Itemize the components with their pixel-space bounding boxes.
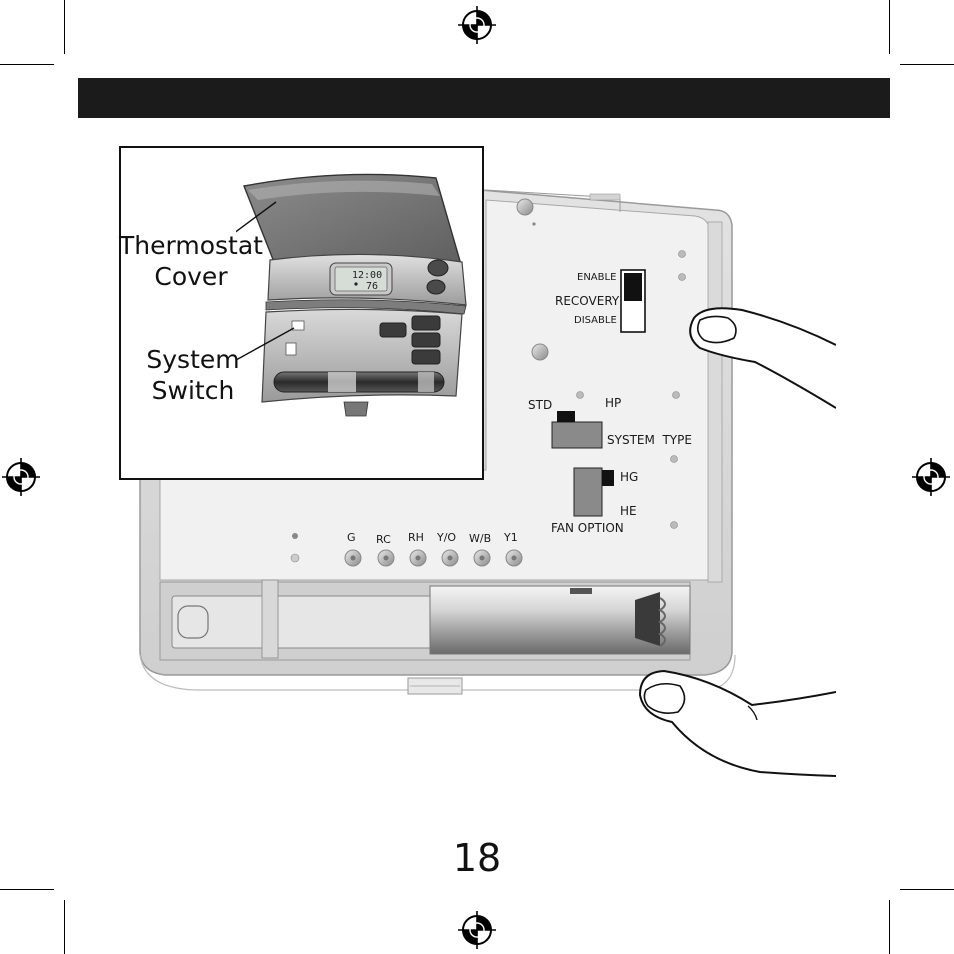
page-number: 18 <box>452 836 502 880</box>
finger-illustration <box>689 307 836 409</box>
thumb-illustration <box>639 670 836 777</box>
system-type-hp-label: HP <box>605 396 622 410</box>
trim-mark <box>0 889 54 890</box>
system-switch-label: System Switch <box>146 345 240 405</box>
system-type-std-label: STD <box>528 398 553 412</box>
header-bar <box>78 78 890 118</box>
terminal-label: Y1 <box>504 531 518 544</box>
thermostat-cover-label: Thermostat Cover <box>119 231 263 291</box>
terminal-label: RH <box>408 531 424 544</box>
recovery-disable-label: DISABLE <box>574 315 617 326</box>
trim-mark <box>64 0 65 54</box>
lcd-time: 12:00 <box>352 270 382 281</box>
recovery-label: RECOVERY <box>555 294 620 308</box>
terminal-label: W/B <box>469 532 492 545</box>
fan-option-hg-label: HG <box>620 470 639 484</box>
switch-leader-line <box>236 327 295 361</box>
trim-mark <box>0 64 54 65</box>
registration-mark-icon <box>458 6 496 44</box>
system-type-label: SYSTEM TYPE <box>607 433 692 447</box>
thermostat-cover-open-illustration: 12:00 76 <box>236 173 467 417</box>
registration-mark-icon <box>912 458 950 496</box>
trim-mark <box>900 889 954 890</box>
fan-option-label: FAN OPTION <box>551 521 624 535</box>
terminal-label: RC <box>376 533 391 546</box>
terminal-label: Y/O <box>437 531 457 544</box>
terminal-label: G <box>347 531 356 544</box>
trim-mark <box>64 900 65 954</box>
trim-mark <box>900 64 954 65</box>
cover-leader-line <box>236 201 277 233</box>
trim-mark <box>889 900 890 954</box>
registration-mark-icon <box>458 911 496 949</box>
trim-mark <box>889 0 890 54</box>
fan-option-he-label: HE <box>620 504 637 518</box>
terminal-screws <box>344 549 523 567</box>
recovery-enable-label: ENABLE <box>577 272 617 283</box>
registration-mark-icon <box>2 458 40 496</box>
lcd-temperature: 76 <box>366 281 378 292</box>
